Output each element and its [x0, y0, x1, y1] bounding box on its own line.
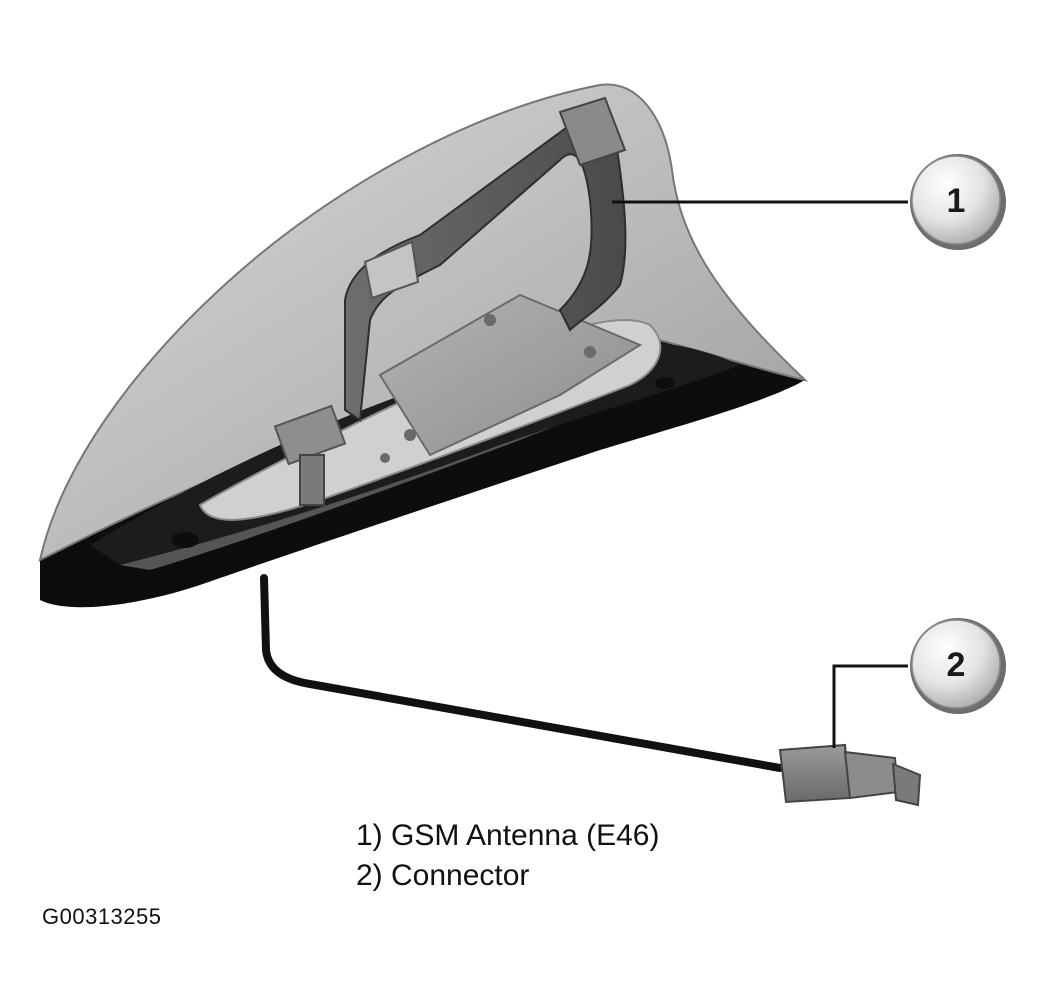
connector-body — [778, 743, 852, 804]
callout-2-number: 2 — [947, 646, 966, 684]
antenna-module-plate — [378, 293, 643, 457]
mount-hole — [171, 532, 199, 548]
callout-1-number: 1 — [947, 182, 966, 220]
legend-item-gsm-antenna: 1) GSM Antenna (E46) — [356, 819, 660, 852]
screw-4 — [380, 453, 390, 463]
connector-plug — [843, 750, 900, 800]
connector-tip — [891, 762, 922, 807]
screw-3 — [404, 429, 416, 441]
screw-2 — [584, 346, 596, 358]
callout-2-leader — [832, 664, 908, 748]
gsm-antenna-top — [558, 96, 627, 167]
connector-illustration — [778, 743, 922, 807]
component-block — [273, 404, 347, 466]
mount-hole-right — [655, 377, 675, 389]
component-tower — [299, 454, 325, 506]
figure-id: G00313255 — [42, 904, 162, 929]
callout-1: 1 — [910, 154, 1006, 250]
legend: 1) GSM Antenna (E46) 2) Connector — [356, 816, 660, 896]
screw-1 — [484, 314, 496, 326]
legend-item-connector: 2) Connector — [356, 859, 530, 892]
gsm-antenna-clip — [363, 240, 420, 300]
antenna-cable — [260, 574, 784, 772]
antenna-illustration — [38, 83, 809, 608]
callout-2: 2 — [910, 618, 1006, 714]
